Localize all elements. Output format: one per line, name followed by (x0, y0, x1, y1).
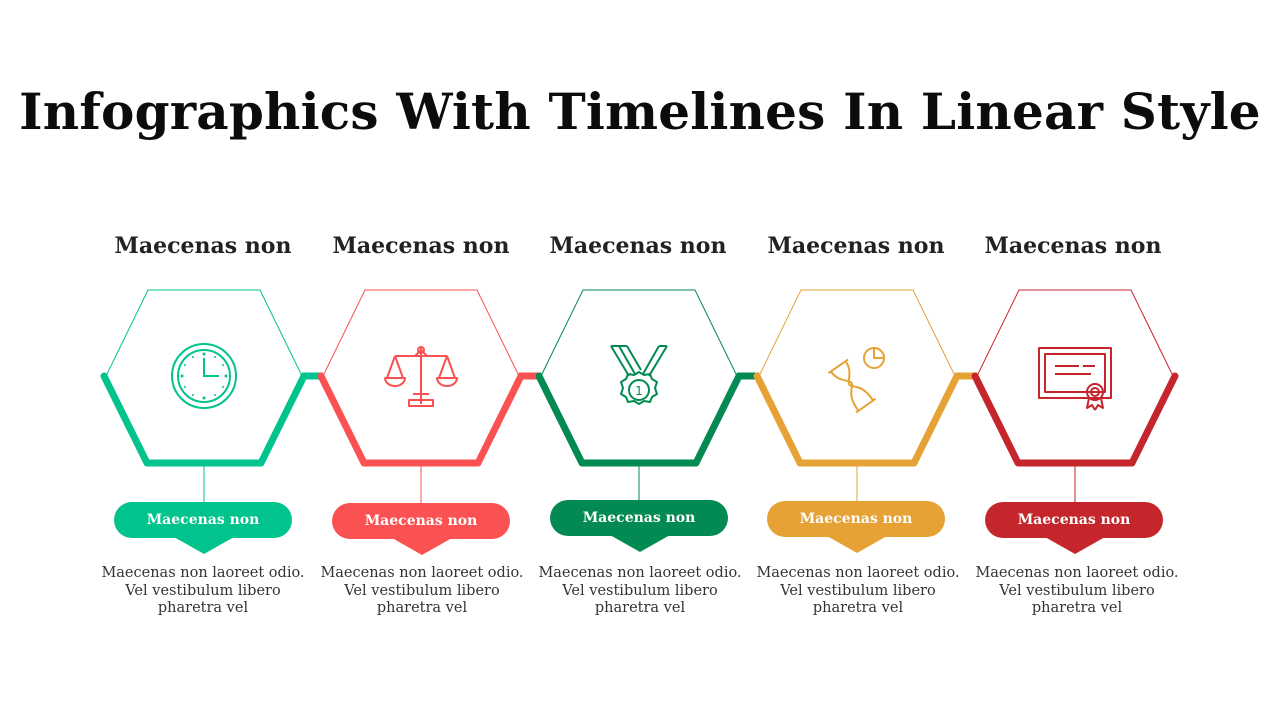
hexagon-top-1 (105, 289, 303, 377)
step-5-heading: Maecenas non (984, 233, 1162, 259)
hexagon-top-3 (540, 289, 738, 377)
step-4-heading: Maecenas non (767, 233, 945, 259)
step-1-heading: Maecenas non (114, 233, 292, 259)
step-1-label-pointer (174, 537, 234, 554)
hexagon-bottom-1 (100, 372, 308, 467)
certificate-icon (1038, 347, 1112, 411)
hexagon-top-5 (976, 289, 1174, 377)
step-1-label: Maecenas non (114, 502, 292, 538)
hexagon-bottom-5 (971, 372, 1179, 467)
clock-icon (171, 343, 237, 409)
step-3-label: Maecenas non (550, 500, 728, 536)
hexagon-top-4 (758, 289, 956, 377)
hourglass-pie-icon (827, 347, 885, 414)
step-2-label: Maecenas non (332, 503, 510, 539)
step-2-description: Maecenas non laoreet odio. Vel vestibulu… (320, 565, 524, 616)
page-title: Infographics With Timelines In Linear St… (19, 82, 1261, 141)
hexagon-top-2 (322, 289, 520, 377)
hexagon-bottom-3 (535, 372, 743, 467)
step-4-label: Maecenas non (767, 501, 945, 537)
step-5-label-pointer (1045, 537, 1105, 554)
step-4-label-pointer (827, 536, 887, 553)
hexagon-bottom-2 (317, 372, 525, 467)
step-3-description: Maecenas non laoreet odio. Vel vestibulu… (538, 565, 742, 616)
hexagon-bottom-4 (753, 372, 961, 467)
step-5-description: Maecenas non laoreet odio. Vel vestibulu… (975, 565, 1179, 616)
step-1-description: Maecenas non laoreet odio. Vel vestibulu… (101, 565, 305, 616)
svg-text:1: 1 (635, 384, 643, 398)
scales-icon (384, 346, 458, 407)
step-3-label-pointer (610, 535, 670, 552)
step-5-label: Maecenas non (985, 502, 1163, 538)
medal-icon: 1 (610, 345, 668, 405)
step-2-heading: Maecenas non (332, 233, 510, 259)
step-2-label-pointer (392, 538, 452, 555)
step-4-description: Maecenas non laoreet odio. Vel vestibulu… (756, 565, 960, 616)
step-3-heading: Maecenas non (549, 233, 727, 259)
